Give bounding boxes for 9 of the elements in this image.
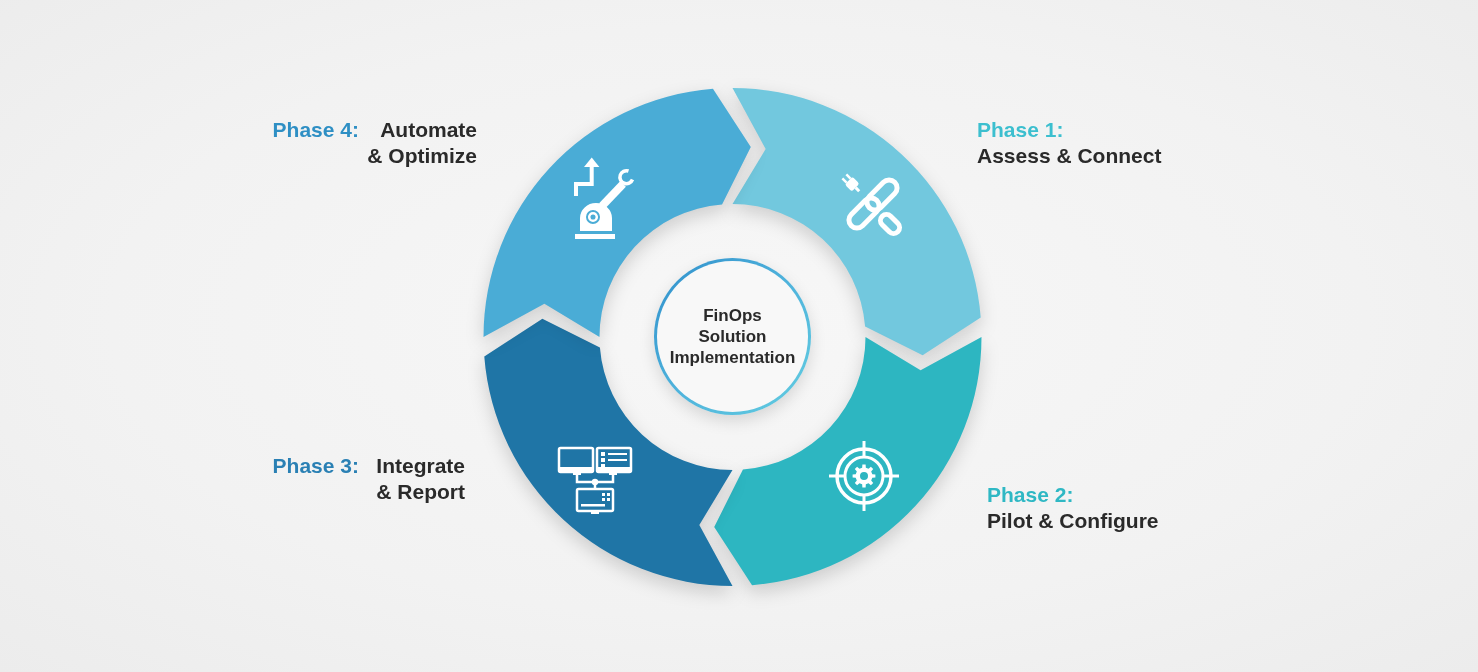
phase-title: Assess & Connect: [977, 143, 1162, 169]
phase-heading: Phase 4:: [272, 117, 359, 143]
phase-heading: Phase 2:: [987, 482, 1074, 508]
phase-title: Automate & Optimize: [366, 117, 477, 169]
phase-heading: Phase 1:: [977, 117, 1064, 143]
phase-title: Pilot & Configure: [987, 508, 1159, 534]
phase-heading: Phase 3:: [272, 453, 359, 479]
hub-title: FinOps Solution Implementation: [669, 305, 796, 368]
phase-title: Integrate & Report: [375, 453, 465, 505]
